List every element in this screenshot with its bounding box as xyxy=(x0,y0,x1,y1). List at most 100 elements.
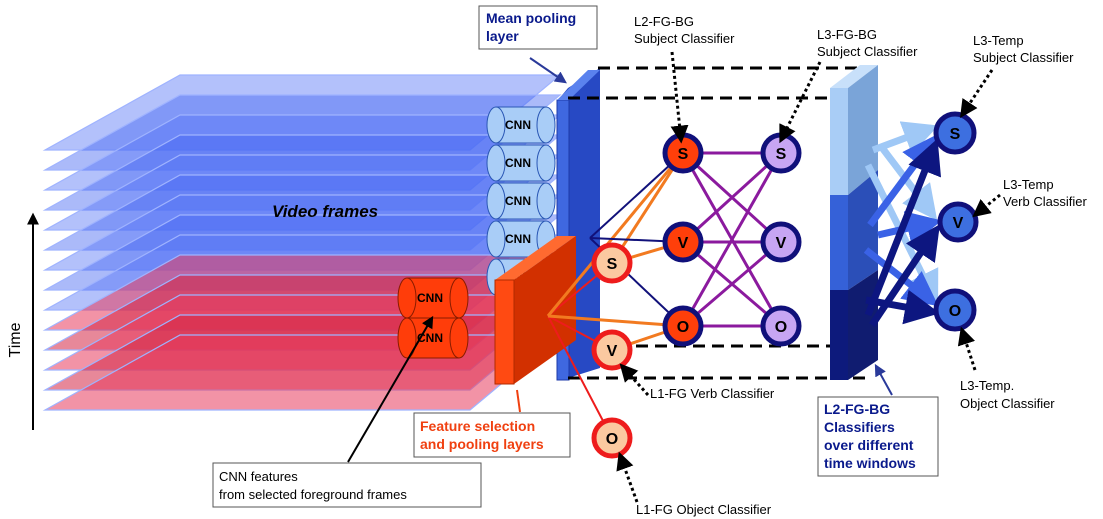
time-bar-front-mid xyxy=(830,195,848,290)
node-letter: S xyxy=(607,256,618,273)
cnn-features-box-border xyxy=(212,462,482,508)
node-letter: V xyxy=(678,235,689,252)
pointer-l3-temp-object xyxy=(957,326,977,371)
time-bar-front-top xyxy=(830,88,848,195)
video-frame xyxy=(42,114,562,191)
node-circle xyxy=(760,305,802,347)
node-circle xyxy=(933,288,977,332)
mean-pooling-box: Mean pooling layer xyxy=(478,5,598,50)
cylinder-right-end xyxy=(536,144,556,182)
video-frame-plane xyxy=(42,174,562,251)
cnn-cylinder: CNN xyxy=(486,144,556,182)
l3-temp-object-label-2: Object Classifier xyxy=(960,396,1055,411)
video-frame xyxy=(42,174,562,251)
temporal-arrow xyxy=(869,224,940,327)
video-frame xyxy=(42,154,562,231)
l3-temp-verb-label-2: Verb Classifier xyxy=(1003,194,1087,209)
l2-subject-label-2: Subject Classifier xyxy=(634,31,735,46)
cylinder-right-end xyxy=(536,106,556,144)
l2-verb-node: V xyxy=(662,221,704,263)
edge-hub-l2 xyxy=(546,152,685,317)
cylinder-left-end xyxy=(397,317,417,359)
video-frame-plane xyxy=(42,74,562,151)
dotted-pointers xyxy=(616,51,1001,503)
node-circle xyxy=(662,305,704,347)
edge-l1-l2 xyxy=(610,152,685,264)
node-letter: O xyxy=(775,319,787,336)
cylinder-left-end xyxy=(486,106,506,144)
l3-verb-node: V xyxy=(760,221,802,263)
cnn-cylinder: CNN xyxy=(397,317,469,359)
node-letter: S xyxy=(776,146,787,163)
node-letter: V xyxy=(776,235,787,252)
cylinder-left-end xyxy=(486,182,506,220)
pointer-l3-temp-subject xyxy=(960,69,994,118)
l2-time-windows-line-1: L2-FG-BG xyxy=(824,401,890,417)
mean-pooling-box-border xyxy=(478,5,598,50)
l2-subject-label-1: L2-FG-BG xyxy=(634,14,694,29)
edge-hub-l2 xyxy=(547,314,684,328)
l2-object-node: O xyxy=(662,305,704,347)
pointer-l2-subject xyxy=(670,51,689,144)
temp-subject-node: S xyxy=(933,111,977,155)
cnn-label: CNN xyxy=(505,118,531,132)
node-circle xyxy=(937,201,979,243)
feature-selection-slab xyxy=(494,236,576,385)
l1-object-label: L1-FG Object Classifier xyxy=(636,502,772,517)
pointer-l3-temp-verb xyxy=(972,193,1001,218)
node-letter: O xyxy=(606,431,618,448)
pointer-l3-subject xyxy=(779,61,822,144)
mean-pooling-line-1: Mean pooling xyxy=(486,10,576,26)
l2-time-windows-line-2: Classifiers xyxy=(824,419,895,435)
cylinder-left-end xyxy=(486,144,506,182)
video-frame-plane xyxy=(42,134,562,211)
edge-l2-l3 xyxy=(681,151,783,244)
video-frame xyxy=(42,134,562,211)
l3-temp-object-label-1: L3-Temp. xyxy=(960,378,1014,393)
cnn-label: CNN xyxy=(417,291,443,305)
time-axis: Time xyxy=(7,212,39,430)
pointer-cnn-features xyxy=(347,315,434,463)
feature-selection-box: Feature selection and pooling layers xyxy=(413,412,571,458)
l3-subject-node: S xyxy=(760,132,802,174)
l2-time-windows-line-4: time windows xyxy=(824,455,916,471)
cylinder-left-end xyxy=(397,277,417,319)
video-frame xyxy=(42,94,562,171)
l2-time-windows-box-border xyxy=(817,396,939,477)
cylinder-right-end xyxy=(536,182,556,220)
node-circle xyxy=(760,221,802,263)
cnn-cylinder: CNN xyxy=(486,106,556,144)
cnn-label: CNN xyxy=(505,194,531,208)
l2-time-window-bar xyxy=(830,65,878,380)
node-letter: O xyxy=(677,319,689,336)
video-frame xyxy=(42,74,562,151)
cnn-label: CNN xyxy=(505,232,531,246)
time-label: Time xyxy=(7,322,24,357)
pointer-mean-pooling xyxy=(529,57,567,84)
l3-object-node: O xyxy=(760,305,802,347)
edge-l2-l3 xyxy=(681,152,783,327)
edge-l2-l3 xyxy=(682,240,782,328)
temporal-arrows xyxy=(863,121,942,327)
cnn-red-cylinders: CNN CNN xyxy=(397,277,469,359)
feature-selection-box-border xyxy=(413,412,571,458)
l3-temp-verb-label-1: L3-Temp xyxy=(1003,177,1054,192)
l1-verb-node: V xyxy=(591,329,633,371)
node-letter: S xyxy=(678,146,689,163)
edge-hub-l1 xyxy=(547,315,613,439)
l3-temp-subject-label-2: Subject Classifier xyxy=(973,50,1074,65)
l3-subject-label-1: L3-FG-BG xyxy=(817,27,877,42)
cnn-cylinder: CNN xyxy=(397,277,469,319)
cylinder-right-end xyxy=(449,317,469,359)
cylinder-right-end xyxy=(449,277,469,319)
node-circle xyxy=(591,242,633,284)
node-letter: V xyxy=(953,215,964,232)
l2-subject-node: S xyxy=(662,132,704,174)
feature-selection-line-2: and pooling layers xyxy=(420,436,544,452)
l3-subject-label-2: Subject Classifier xyxy=(817,44,918,59)
l3-temp-subject-label-1: L3-Temp xyxy=(973,33,1024,48)
video-frames-label: Video frames xyxy=(272,202,378,221)
temporal-arrow xyxy=(864,138,942,317)
cnn-cylinder: CNN xyxy=(486,182,556,220)
